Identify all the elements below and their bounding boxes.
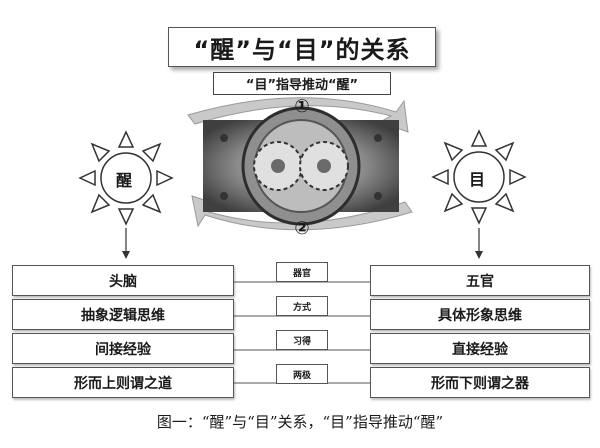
right-row: 直接经验 [370,333,590,364]
left-sun-label: 醒 [116,171,133,190]
step-one-marker: ① [294,95,310,117]
middle-label: 两极 [276,364,328,384]
left-row: 抽象逻辑思维 [12,299,234,330]
left-row: 头脑 [12,265,234,296]
right-row: 形而下则谓之器 [370,367,590,398]
right-row: 具体形象思维 [370,299,590,330]
right-row: 五官 [370,265,590,296]
left-down-arrow [122,228,130,259]
gear-photo [203,106,399,226]
middle-label: 器官 [276,262,328,282]
right-down-arrow [475,228,483,259]
left-row: 形而上则谓之道 [12,367,234,398]
left-sun-icon [78,130,174,226]
subtitle-box: “目”指导推动“醒” [213,72,391,95]
left-row: 间接经验 [12,333,234,364]
figure-caption: 图一：“醒”与“目”关系，“目”指导推动“醒” [156,413,444,431]
right-sun-label: 目 [469,170,486,189]
middle-label: 习得 [276,330,328,350]
middle-label: 方式 [276,296,328,316]
right-sun-icon [431,129,527,225]
step-two-marker: ② [294,217,310,239]
diagram-title: “醒”与“目”的关系 [168,27,436,67]
